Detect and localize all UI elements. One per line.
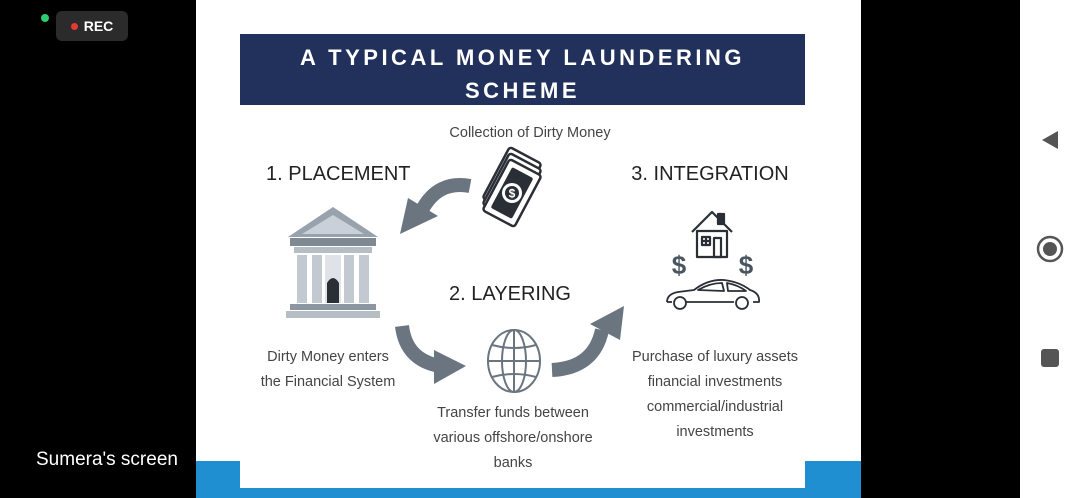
back-button[interactable] [1020,120,1080,160]
navigation-panel [1020,0,1080,498]
slide-accent-bar [805,461,861,498]
slide-accent-bar [196,461,240,498]
arrow-layering-to-integration [551,306,624,377]
integration-line: financial investments [647,374,783,390]
presenter-name: Sumera's screen [36,449,178,470]
placement-line: the Financial System [260,374,396,390]
record-dot-icon [70,22,78,30]
layering-line: banks [493,455,533,471]
title-banner: A TYPICAL MONEY LAUNDERING SCHEME [240,34,805,105]
recording-label: REC [83,18,114,34]
collection-label: Collection of Dirty Money [449,125,611,141]
placement-line: Dirty Money enters [267,349,389,365]
globe-icon [487,329,541,393]
home-button[interactable] [1020,229,1080,269]
placement-heading: 1. PLACEMENT [266,163,411,185]
camera-indicator-dot [41,14,49,22]
bank-icon [286,207,380,318]
svg-text:$: $ [509,187,516,201]
shared-slide: A TYPICAL MONEY LAUNDERING SCHEME Collec… [196,0,861,498]
integration-line: commercial/industrial [646,399,784,415]
arrow-placement-to-layering [395,324,466,384]
placement-description: Dirty Money enters the Financial System [248,345,408,395]
layering-line: Transfer funds between [437,405,589,421]
car-icon [666,279,760,310]
integration-line: investments [676,424,754,440]
back-icon [1042,131,1058,149]
svg-text:$: $ [739,250,754,276]
home-icon [1036,235,1064,263]
layering-heading: 2. LAYERING [449,283,571,305]
integration-heading: 3. INTEGRATION [631,163,789,185]
slide-accent-bar [240,488,805,498]
layering-line: various offshore/onshore [433,430,593,446]
slide-title: A TYPICAL MONEY LAUNDERING SCHEME [299,45,746,103]
svg-text:$: $ [672,250,687,276]
recording-badge: REC [56,11,128,41]
layering-description: Transfer funds between various offshore/… [418,401,608,476]
integration-line: Purchase of luxury assets [631,349,799,365]
integration-description: Purchase of luxury assets financial inve… [620,345,810,445]
recents-button[interactable] [1020,338,1080,378]
money-stack-icon: $ [482,146,542,228]
arrow-collection-to-placement [400,178,472,234]
house-icon: $ $ [672,210,754,276]
recents-icon [1041,349,1059,367]
